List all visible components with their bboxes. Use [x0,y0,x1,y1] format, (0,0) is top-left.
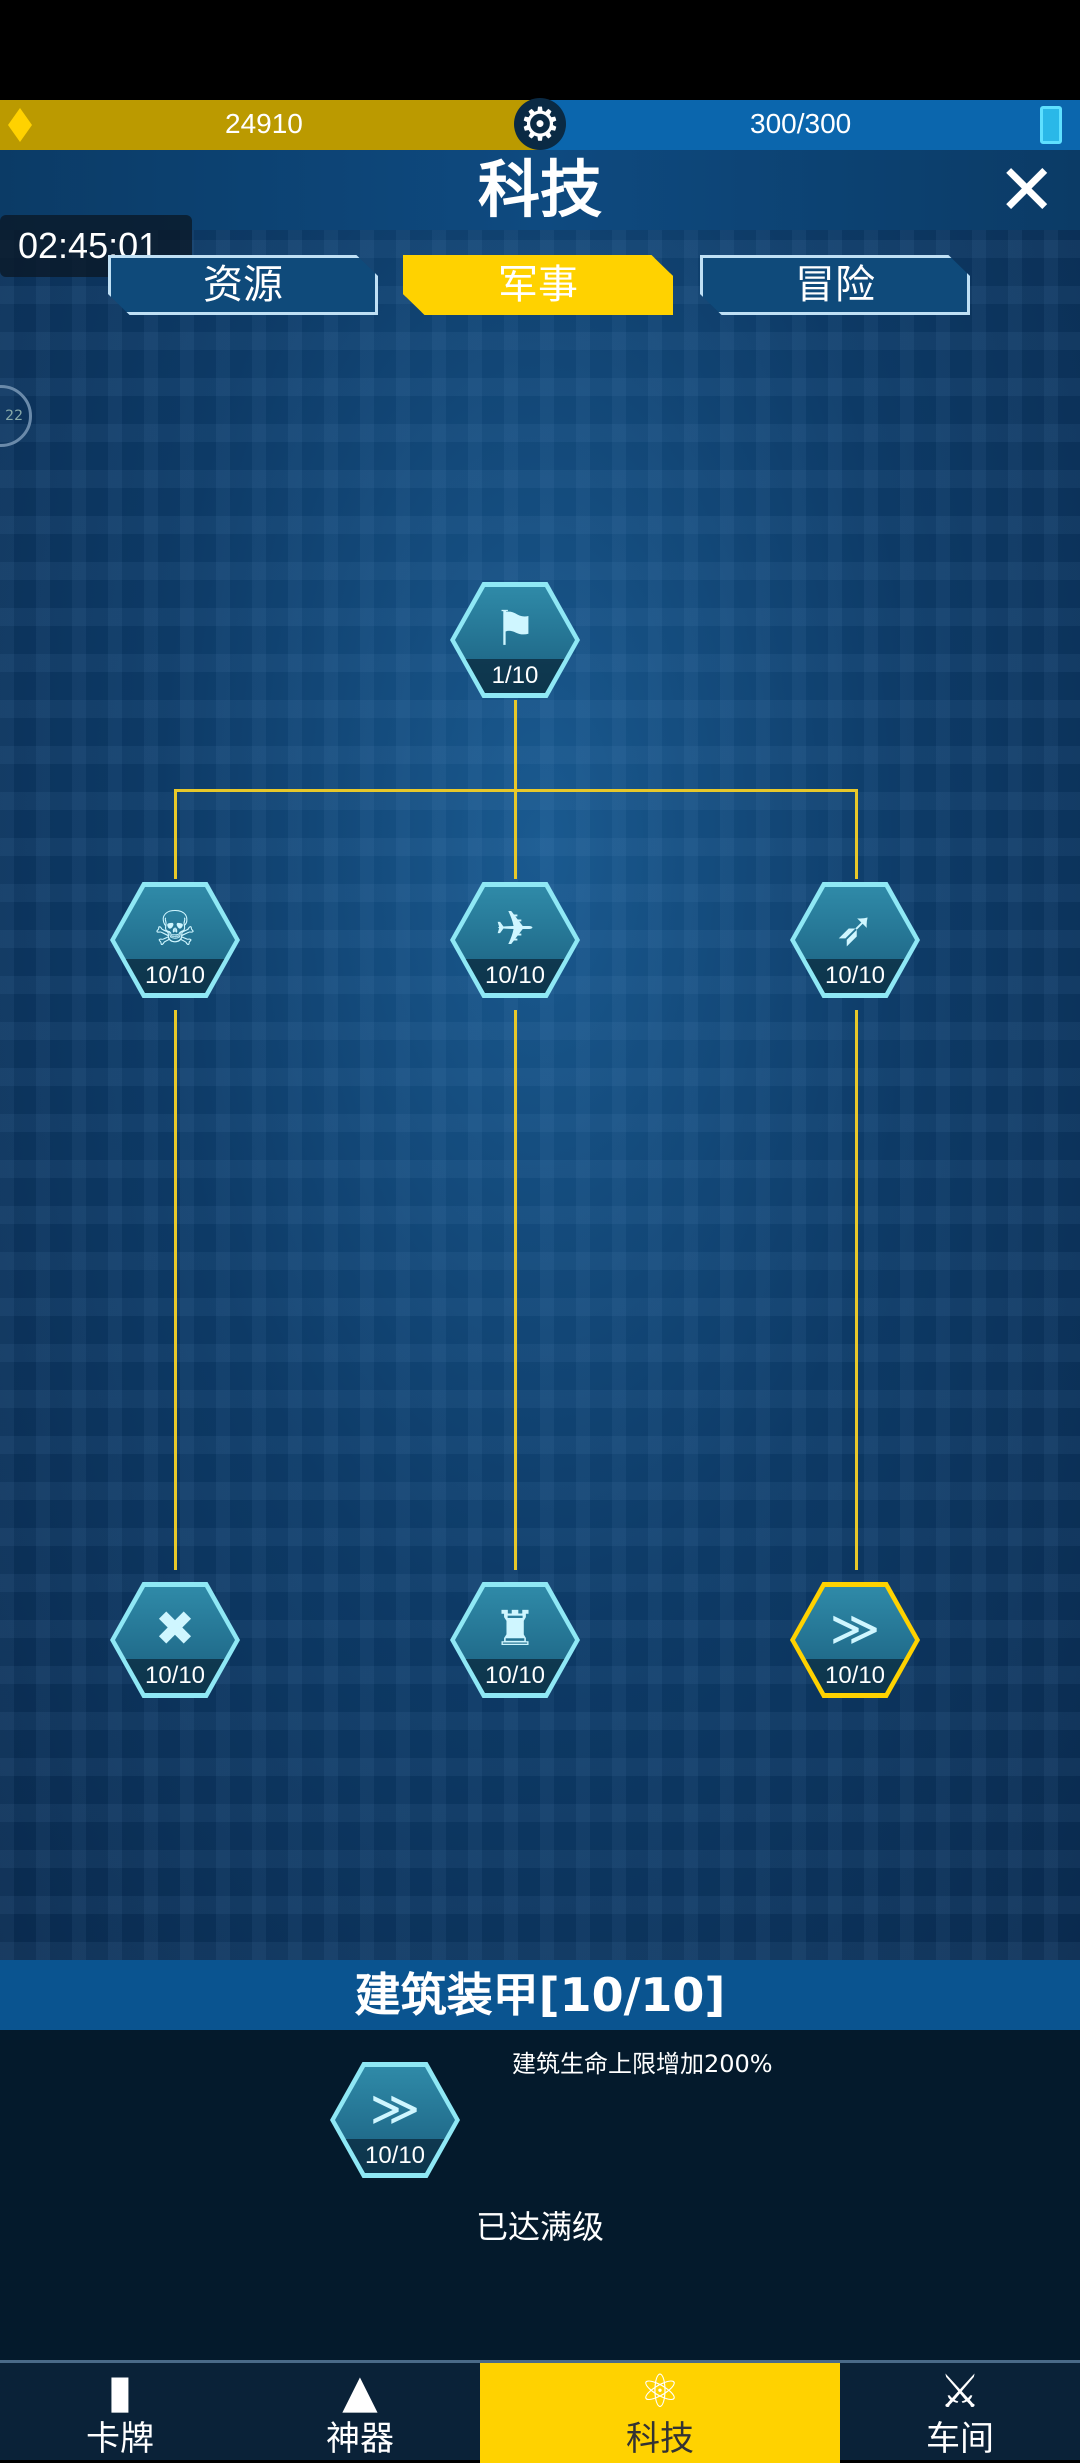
detail-panel: ≫10/10 建筑生命上限增加200% 已达满级 [0,2030,1080,2360]
workshop-icon: ⚔ [939,2364,981,2418]
connector-line [514,700,517,790]
connector-line [514,789,517,879]
rocket-ship-icon: ✈ [494,901,536,957]
nav-artifacts[interactable]: ▲神器 [240,2363,480,2463]
tab-military[interactable]: 军事 [403,255,673,315]
gold-value: 24910 [225,108,303,139]
gold-bar: 24910 [0,100,540,150]
tech-node[interactable]: ✖10/10 [110,1582,240,1698]
node-body: ✖10/10 [115,1587,235,1693]
node-level: 10/10 [455,1659,575,1693]
node-level: 10/10 [455,959,575,993]
connector-line [855,789,858,879]
node-level: 1/10 [455,659,575,693]
node-frame: ♜10/10 [450,1582,580,1698]
nav-label: 神器 [326,2419,394,2459]
missiles-icon: ➶ [834,901,876,957]
nav-label: 科技 [626,2419,694,2459]
bottom-nav: ▮卡牌 ▲神器 ⚛科技 ⚔车间 [0,2360,1080,2463]
node-frame: ➶10/10 [790,882,920,998]
detail-description: 建筑生命上限增加200% [512,2050,773,2078]
tab-resources[interactable]: 资源 [108,255,378,315]
tech-node[interactable]: ♜10/10 [450,1582,580,1698]
node-frame: ✖10/10 [110,1582,240,1698]
tab-label: 军事 [498,262,578,308]
tab-label: 冒险 [795,262,875,308]
gear-icon[interactable]: ⚙ [514,98,566,150]
tech-node[interactable]: ⚑1/10 [450,582,580,698]
armor-chevron-icon: ≫ [369,2081,421,2137]
diamond-icon [8,108,32,142]
energy-bar: 300/300 [540,100,1080,150]
node-body: ⚑1/10 [455,587,575,693]
detail-icon: ≫10/10 [330,2062,460,2178]
resource-bar: 24910 300/300 ⚙ [0,98,1080,150]
node-frame: ≫10/10 [790,1582,920,1698]
nav-label: 车间 [926,2419,994,2459]
nav-workshop[interactable]: ⚔车间 [840,2363,1080,2463]
battery-icon [1040,106,1062,144]
detail-level: 10/10 [335,2139,455,2173]
nav-tech[interactable]: ⚛科技 [480,2363,840,2463]
artifact-icon: ▲ [342,2364,378,2418]
connector-line [174,789,177,879]
wrench-cross-icon: ✖ [154,1601,196,1657]
node-level: 10/10 [115,959,235,993]
node-body: ♜10/10 [455,1587,575,1693]
node-frame: ⚑1/10 [450,582,580,698]
tech-node[interactable]: ≫10/10 [790,1582,920,1698]
node-frame: ✈10/10 [450,882,580,998]
node-body: ➶10/10 [795,887,915,993]
node-level: 10/10 [795,959,915,993]
node-body: ☠10/10 [115,887,235,993]
flag-icon: ⚑ [493,601,537,657]
background-grid [0,230,1080,1960]
page-title: 科技 ✕ [0,150,1080,230]
node-level: 10/10 [795,1659,915,1693]
connector-line [174,1010,177,1570]
max-level-status: 已达满级 [475,2208,604,2246]
card-icon: ▮ [107,2364,133,2418]
node-body: ≫10/10 [795,1587,915,1693]
tab-adventure[interactable]: 冒险 [700,255,970,315]
node-level: 10/10 [115,1659,235,1693]
close-icon[interactable]: ✕ [997,149,1056,231]
nav-cards[interactable]: ▮卡牌 [0,2363,240,2463]
tech-node[interactable]: ➶10/10 [790,882,920,998]
tab-label: 资源 [203,262,283,308]
skull-icon: ☠ [153,901,197,957]
node-frame: ☠10/10 [110,882,240,998]
armor-chevron-icon: ≫ [829,1601,881,1657]
mech-icon: ♜ [493,1601,537,1657]
side-badge-text: 22 [5,408,23,424]
tech-node[interactable]: ✈10/10 [450,882,580,998]
node-body: ✈10/10 [455,887,575,993]
connector-line [855,1010,858,1570]
atom-icon: ⚛ [639,2364,681,2418]
nav-label: 卡牌 [86,2419,154,2459]
energy-value: 300/300 [750,108,852,139]
tech-node[interactable]: ☠10/10 [110,882,240,998]
detail-title: 建筑装甲[10/10] [0,1960,1080,2030]
connector-line [514,1010,517,1570]
title-text: 科技 [477,153,602,226]
